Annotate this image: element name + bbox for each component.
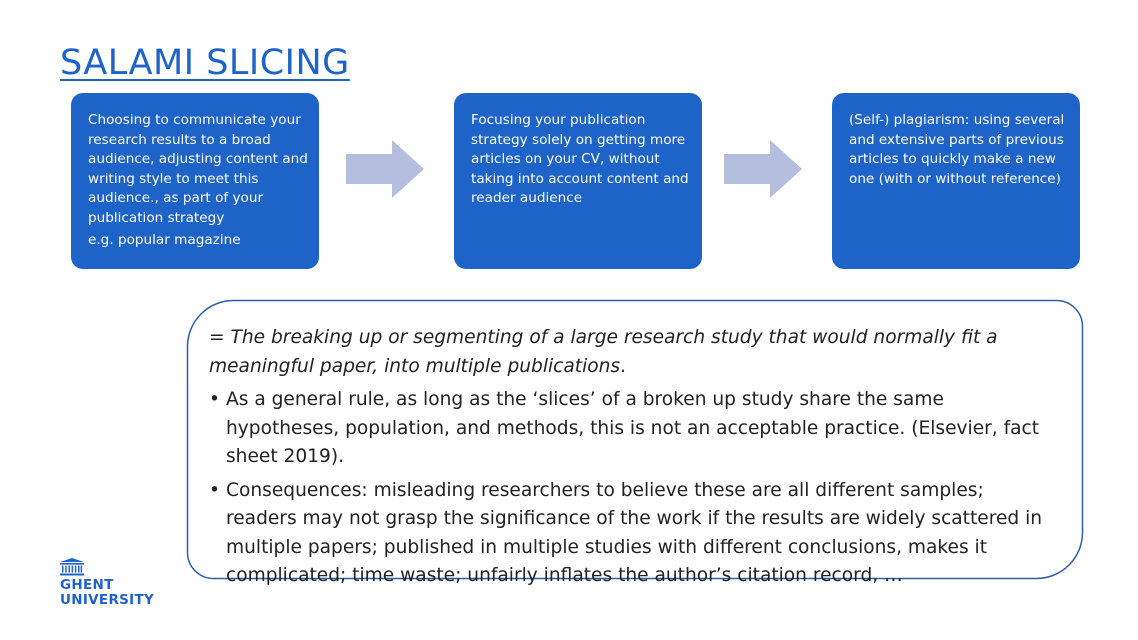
page-title: SALAMI SLICING: [60, 43, 350, 84]
strategy-box-self-plagiarism: (Self-) plagiarism: using several and ex…: [832, 93, 1080, 269]
strategy-box-broad-audience: Choosing to communicate your research re…: [71, 93, 319, 269]
right-arrow-icon: [724, 140, 802, 198]
bullet-icon: •: [209, 389, 220, 410]
box-text: Choosing to communicate your research re…: [88, 112, 308, 226]
definition-text: = The breaking up or segmenting of a lar…: [209, 324, 1059, 381]
list-item: • Consequences: misleading researchers to…: [209, 477, 1059, 591]
list-item: • As a general rule, as long as the ‘slic…: [209, 386, 1059, 472]
box-text: Focusing your publication strategy solel…: [471, 112, 689, 206]
bullet-list: • As a general rule, as long as the ‘slic…: [209, 386, 1059, 591]
logo-line-ghent: GHENT: [60, 577, 114, 593]
university-building-icon: [60, 558, 84, 576]
logo-line-university: UNIVERSITY: [60, 592, 155, 608]
box-example: e.g. popular magazine: [88, 232, 241, 248]
bullet-icon: •: [209, 479, 220, 501]
bullet-text: As a general rule, as long as the ‘slice…: [226, 389, 1040, 467]
definition-callout: = The breaking up or segmenting of a lar…: [186, 299, 1084, 586]
definition-italic: The breaking up or segmenting of a large…: [209, 327, 998, 377]
callout-border: [186, 299, 1084, 580]
box-text: (Self-) plagiarism: using several and ex…: [849, 112, 1065, 187]
ghent-university-logo: GHENT UNIVERSITY: [60, 558, 155, 613]
bullet-text: Consequences: misleading researchers to …: [226, 479, 1043, 587]
right-arrow-icon: [346, 140, 424, 198]
definition-suffix: .: [620, 355, 627, 377]
definition-prefix: =: [209, 327, 231, 348]
strategy-box-cv-focus: Focusing your publication strategy solel…: [454, 93, 702, 269]
